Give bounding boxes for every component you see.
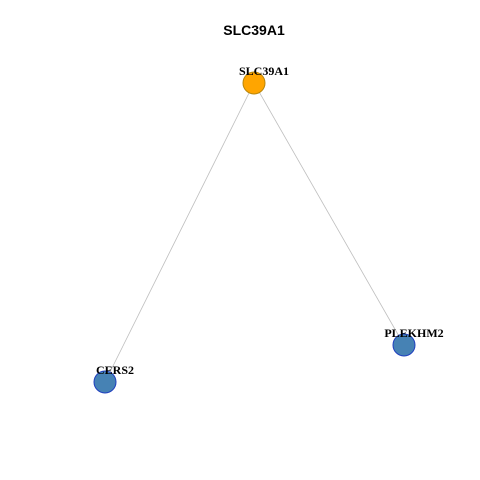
node-label-slc39a1: SLC39A1	[239, 64, 289, 78]
node-plekhm2: PLEKHM2	[384, 326, 444, 357]
node-slc39a1: SLC39A1	[239, 64, 289, 95]
node-cers2: CERS2	[93, 363, 134, 394]
node-circle-plekhm2	[392, 333, 416, 357]
edge-layer	[104, 82, 405, 383]
edge-slc39a1-plekhm2	[253, 82, 405, 346]
edge-slc39a1-cers2	[104, 82, 255, 383]
node-circle-cers2	[93, 370, 117, 394]
node-circle-slc39a1	[242, 71, 266, 95]
node-label-plekhm2: PLEKHM2	[384, 326, 443, 340]
diagram-title: SLC39A1	[223, 22, 285, 38]
node-label-cers2: CERS2	[96, 363, 134, 377]
